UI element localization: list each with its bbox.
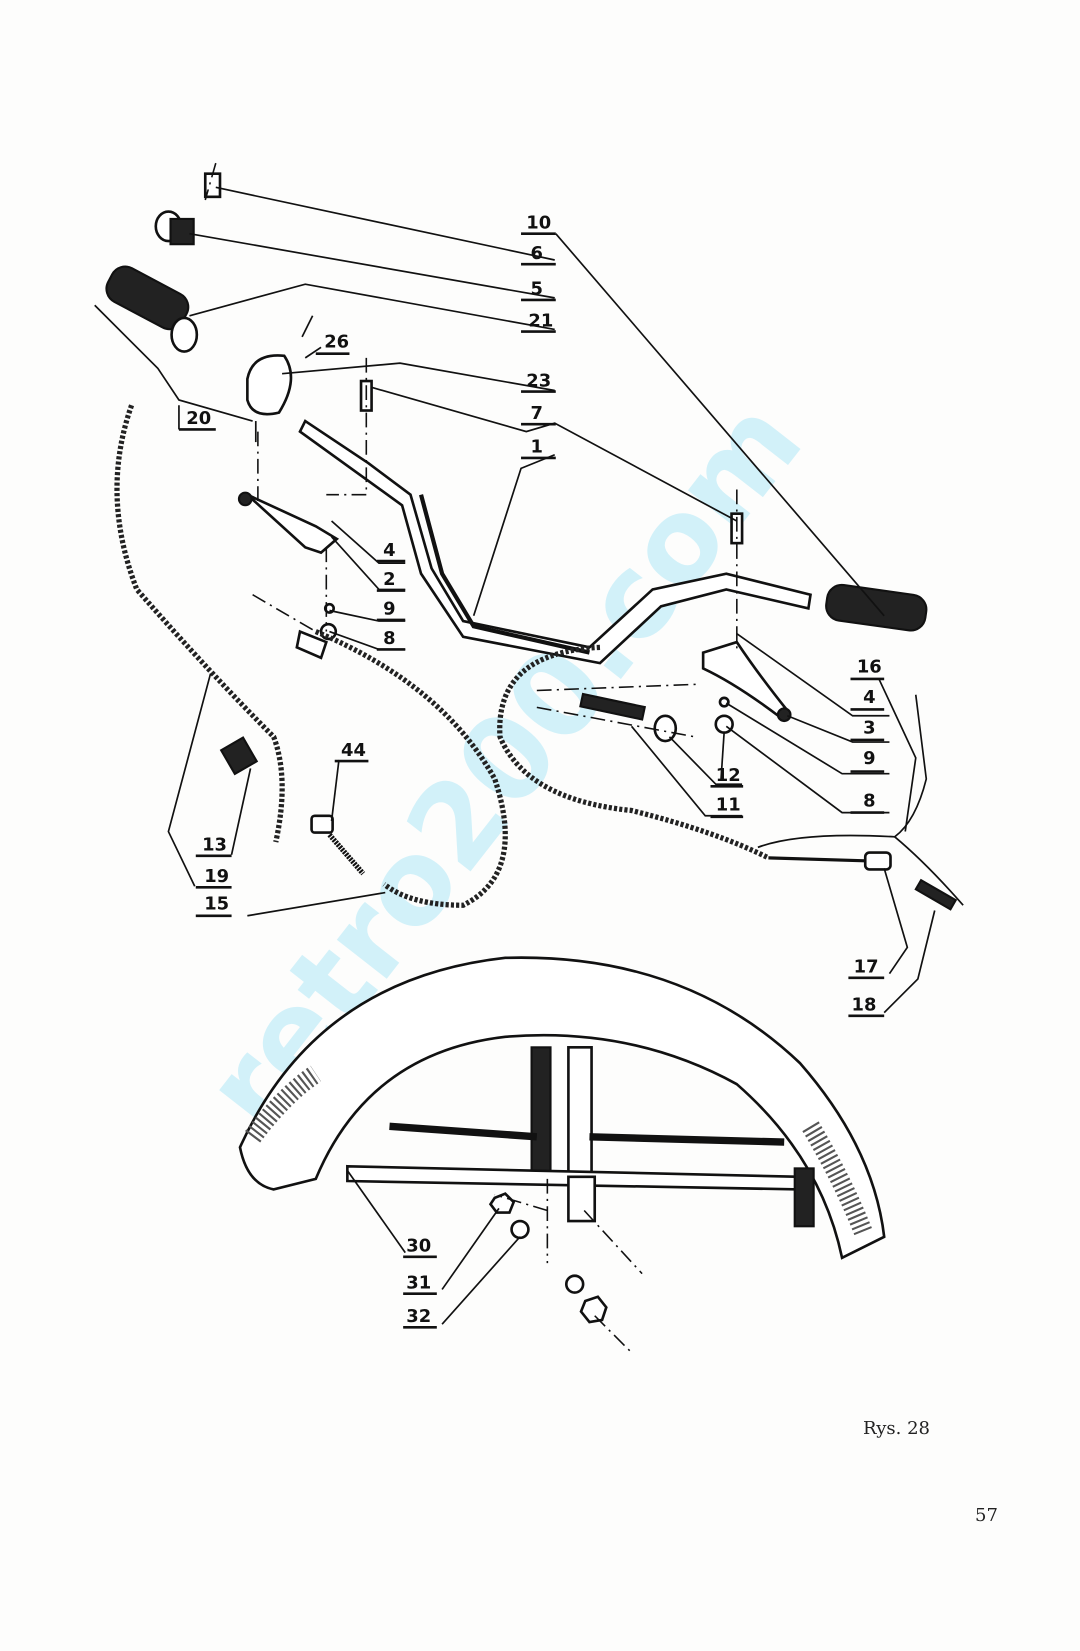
svg-text:9: 9 bbox=[863, 748, 875, 769]
svg-text:13: 13 bbox=[202, 835, 227, 856]
cable-19 bbox=[114, 404, 285, 843]
handlebar bbox=[298, 419, 812, 665]
page-number: 57 bbox=[975, 1505, 998, 1526]
label-8-left: 8 bbox=[376, 628, 406, 651]
label-1: 1 bbox=[521, 437, 556, 460]
svg-text:44: 44 bbox=[341, 740, 366, 761]
label-9-right: 9 bbox=[850, 748, 885, 773]
svg-text:12: 12 bbox=[716, 765, 741, 786]
label-23: 23 bbox=[521, 370, 556, 393]
svg-text:8: 8 bbox=[383, 628, 395, 649]
label-4-left: 4 bbox=[376, 540, 406, 563]
label-20: 20 bbox=[178, 405, 216, 431]
figure-caption: Rys. 28 bbox=[863, 1418, 930, 1439]
svg-text:20: 20 bbox=[186, 408, 211, 429]
svg-text:17: 17 bbox=[854, 957, 879, 978]
label-32: 32 bbox=[403, 1306, 437, 1329]
label-8-right: 8 bbox=[850, 790, 885, 814]
svg-text:30: 30 bbox=[406, 1236, 431, 1257]
cable-15 bbox=[314, 629, 508, 908]
label-30: 30 bbox=[403, 1236, 437, 1259]
svg-text:31: 31 bbox=[406, 1272, 431, 1293]
part-labels: 10 6 5 21 26 23 7 1 20 4 2 9 8 16 4 3 9 … bbox=[178, 212, 885, 1329]
left-lever bbox=[246, 493, 340, 555]
label-9-left: 9 bbox=[376, 599, 406, 622]
throttle-housing-23 bbox=[246, 354, 293, 416]
svg-text:4: 4 bbox=[863, 687, 875, 708]
label-31: 31 bbox=[403, 1272, 437, 1295]
right-lever bbox=[701, 640, 790, 720]
label-7: 7 bbox=[521, 403, 556, 426]
label-17: 17 bbox=[848, 957, 885, 980]
label-18: 18 bbox=[848, 994, 885, 1018]
label-15: 15 bbox=[195, 893, 232, 918]
svg-text:9: 9 bbox=[383, 599, 395, 620]
label-21: 21 bbox=[521, 310, 556, 333]
svg-text:11: 11 bbox=[716, 795, 741, 816]
label-26: 26 bbox=[315, 331, 350, 355]
svg-text:23: 23 bbox=[526, 370, 551, 391]
label-13: 13 bbox=[195, 835, 232, 858]
label-12: 12 bbox=[710, 765, 744, 788]
svg-text:7: 7 bbox=[531, 403, 543, 424]
svg-text:6: 6 bbox=[531, 243, 543, 264]
label-2: 2 bbox=[376, 569, 406, 592]
svg-text:2: 2 bbox=[383, 569, 395, 590]
svg-text:3: 3 bbox=[863, 718, 875, 739]
svg-text:26: 26 bbox=[324, 331, 349, 352]
svg-text:10: 10 bbox=[526, 212, 551, 233]
svg-text:15: 15 bbox=[204, 893, 229, 914]
svg-text:16: 16 bbox=[857, 657, 882, 678]
label-3: 3 bbox=[850, 718, 885, 742]
svg-text:4: 4 bbox=[383, 540, 395, 561]
label-19: 19 bbox=[195, 866, 232, 889]
svg-text:5: 5 bbox=[531, 279, 543, 300]
svg-text:18: 18 bbox=[852, 994, 877, 1015]
label-5: 5 bbox=[521, 279, 556, 302]
label-4-right: 4 bbox=[850, 687, 885, 711]
svg-text:19: 19 bbox=[204, 866, 229, 887]
label-6: 6 bbox=[521, 243, 556, 266]
svg-text:8: 8 bbox=[863, 790, 875, 811]
rear-fender bbox=[238, 956, 886, 1260]
left-grip bbox=[105, 265, 199, 353]
end-cap-5 bbox=[154, 210, 195, 246]
label-11: 11 bbox=[710, 795, 744, 819]
label-16: 16 bbox=[850, 657, 885, 681]
svg-text:32: 32 bbox=[406, 1306, 431, 1327]
label-10: 10 bbox=[521, 212, 556, 235]
svg-text:21: 21 bbox=[528, 310, 553, 331]
label-44: 44 bbox=[334, 740, 369, 763]
cable-16 bbox=[497, 644, 770, 861]
svg-text:1: 1 bbox=[531, 437, 543, 458]
